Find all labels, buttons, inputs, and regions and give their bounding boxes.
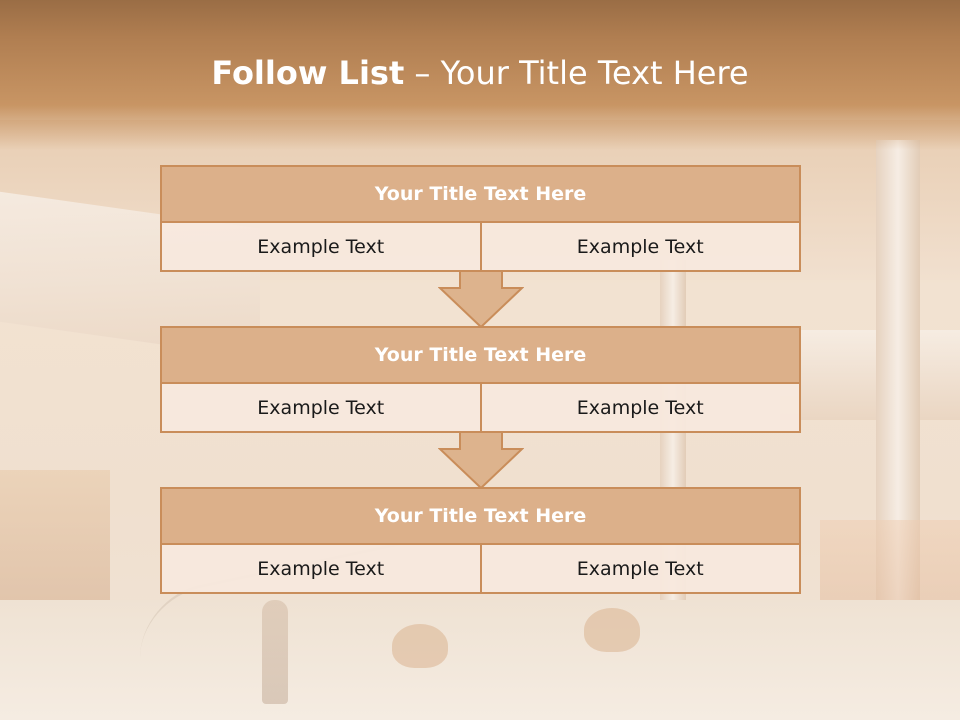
- header-band: Follow List – Your Title Text Here: [0, 0, 960, 150]
- flow-block-row: Example Text Example Text: [160, 545, 801, 594]
- flow-block-title: Your Title Text Here: [160, 487, 801, 545]
- bg-person-silhouette: [262, 600, 288, 704]
- flow-block-cell-left: Example Text: [160, 384, 482, 433]
- flow-block-cell-right: Example Text: [481, 545, 801, 594]
- slide-title-lead: Follow List: [211, 54, 405, 92]
- bg-floor: [0, 600, 960, 720]
- flow-block-3: Your Title Text Here Example Text Exampl…: [160, 487, 801, 594]
- flow-block-cell-left: Example Text: [160, 545, 482, 594]
- bg-balcony-right: [780, 330, 960, 420]
- flow-block-cell-right: Example Text: [481, 384, 801, 433]
- bg-planter: [392, 624, 448, 668]
- flow-block-cell-left: Example Text: [160, 223, 482, 272]
- flow-block-cell-right: Example Text: [481, 223, 801, 272]
- bg-planter: [584, 608, 640, 652]
- flow-block-title: Your Title Text Here: [160, 326, 801, 384]
- down-arrow-icon: [438, 431, 524, 489]
- flow-block-2: Your Title Text Here Example Text Exampl…: [160, 326, 801, 433]
- slide-title-rest: – Your Title Text Here: [404, 54, 749, 92]
- down-arrow-icon: [438, 270, 524, 328]
- flow-block-title: Your Title Text Here: [160, 165, 801, 223]
- flow-block-row: Example Text Example Text: [160, 223, 801, 272]
- flow-block-row: Example Text Example Text: [160, 384, 801, 433]
- slide-title: Follow List – Your Title Text Here: [0, 54, 960, 92]
- flow-block-1: Your Title Text Here Example Text Exampl…: [160, 165, 801, 272]
